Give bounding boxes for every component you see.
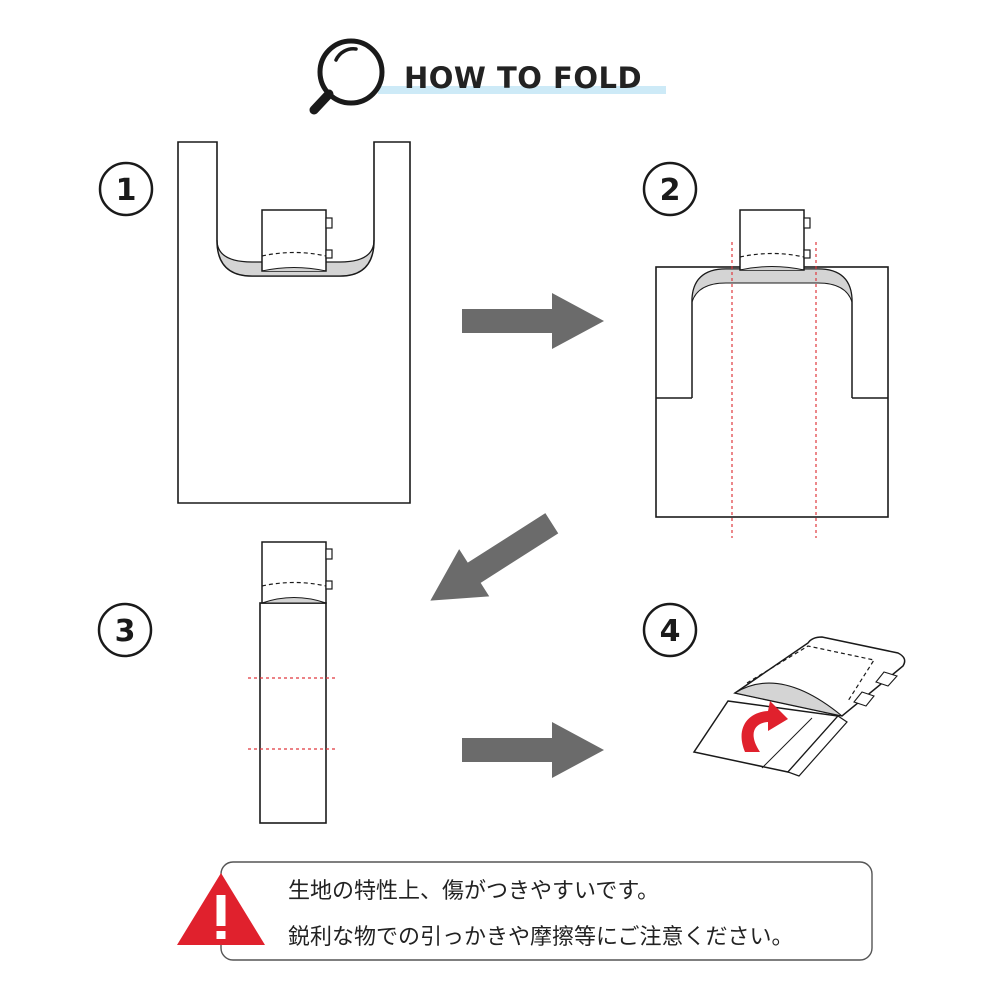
step-1: 1 xyxy=(98,141,411,504)
notice-line-2: 鋭利な物での引っかきや摩擦等にご注意ください。 xyxy=(288,925,794,950)
step-3: 3 xyxy=(97,541,338,824)
step-2: 2 xyxy=(642,161,889,538)
arrow-diagonal xyxy=(430,513,559,601)
notice-line-1: 生地の特性上、傷がつきやすいです。 xyxy=(288,879,659,904)
step-4-badge: 4 xyxy=(642,602,698,658)
pocket-illustration xyxy=(692,636,906,777)
strip-illustration xyxy=(248,541,338,824)
magnifier-icon xyxy=(309,38,385,115)
step-3-badge: 3 xyxy=(97,602,153,658)
arrow-right-1 xyxy=(462,293,604,349)
step-number: 2 xyxy=(660,173,681,208)
title-underline xyxy=(378,86,666,94)
step-number: 3 xyxy=(115,614,136,649)
arrow-right-2 xyxy=(462,722,604,778)
step-number: 4 xyxy=(660,614,681,649)
step-1-badge: 1 xyxy=(98,161,154,217)
step-number: 1 xyxy=(116,173,137,208)
warning-icon xyxy=(177,873,265,945)
page-title: HOW TO FOLD xyxy=(404,61,642,95)
bag-illustration xyxy=(177,141,411,504)
folded-bag-illustration xyxy=(655,209,889,538)
step-2-badge: 2 xyxy=(642,161,698,217)
header: HOW TO FOLD xyxy=(309,38,666,115)
curl-arrow-icon xyxy=(741,701,788,752)
care-notice: 生地の特性上、傷がつきやすいです。 鋭利な物での引っかきや摩擦等にご注意ください… xyxy=(177,861,873,961)
step-4: 4 xyxy=(642,602,906,777)
